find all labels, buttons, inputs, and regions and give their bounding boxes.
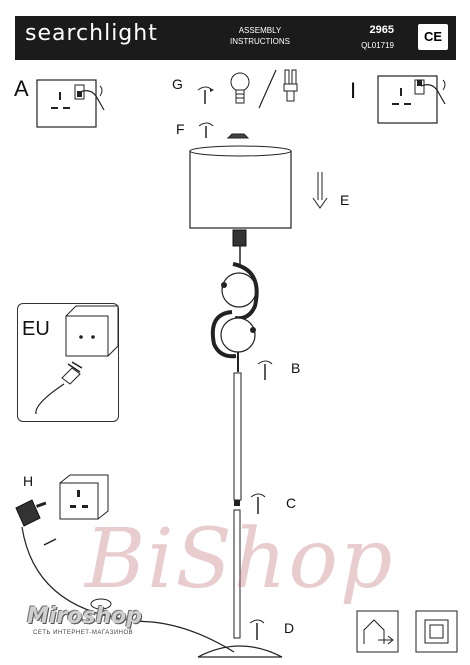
uk-socket-icon — [59, 474, 109, 520]
screw-icon — [257, 360, 273, 380]
screw-icon — [250, 493, 266, 514]
eu-plug-panel — [17, 303, 119, 422]
bulb-icon — [230, 72, 250, 104]
model-info: 2965 QL01719 — [361, 22, 394, 54]
brand-logo: searchlight — [25, 21, 158, 46]
screw-icon — [197, 86, 214, 104]
screw-icon — [198, 122, 214, 138]
finial — [226, 133, 250, 139]
screw-icon — [249, 619, 265, 640]
lamp-base — [197, 645, 283, 658]
indoor-use-icon — [356, 610, 399, 653]
lamp-holder — [232, 229, 247, 247]
label-f: F — [176, 121, 185, 137]
label-i: I — [350, 78, 357, 103]
double-insulation-icon — [415, 610, 458, 653]
assembly-title: ASSEMBLY INSTRUCTIONS — [215, 25, 305, 47]
bishop-watermark: BiShop — [85, 512, 395, 607]
label-a: A — [14, 76, 29, 101]
label-d: D — [284, 620, 295, 636]
orb-lower — [210, 310, 256, 359]
assembly-line2: INSTRUCTIONS — [230, 37, 290, 46]
insert-arrow-icon — [43, 538, 57, 546]
adapter-icon — [15, 499, 235, 653]
plug-icon — [35, 361, 83, 415]
miroshop-tagline: СЕТЬ ИНТЕРНЕТ-МАГАЗИНОВ — [33, 630, 134, 636]
label-g: G — [172, 76, 183, 92]
lamp-shade — [189, 145, 292, 229]
model-code: QL01719 — [361, 41, 394, 50]
label-b: B — [291, 360, 301, 376]
model-number: 2965 — [369, 24, 394, 36]
label-eu: EU — [22, 318, 50, 340]
miroshop-logo: Miroshop — [27, 604, 143, 629]
inline-switch-icon — [90, 598, 112, 610]
cfl-bulb-icon — [283, 69, 298, 102]
ce-mark: CE — [418, 24, 448, 50]
label-e: E — [340, 192, 350, 208]
assembly-line1: ASSEMBLY — [238, 26, 282, 35]
label-c: C — [286, 495, 297, 511]
down-arrow-icon — [312, 172, 328, 209]
switch-off-icon — [36, 79, 105, 128]
lamp-pole — [233, 372, 242, 639]
label-h: H — [23, 473, 34, 489]
header-bar: searchlight ASSEMBLY INSTRUCTIONS 2965 Q… — [15, 16, 456, 60]
switch-on-icon — [377, 75, 446, 124]
orb-upper — [221, 262, 259, 321]
eu-socket-icon — [65, 305, 119, 357]
